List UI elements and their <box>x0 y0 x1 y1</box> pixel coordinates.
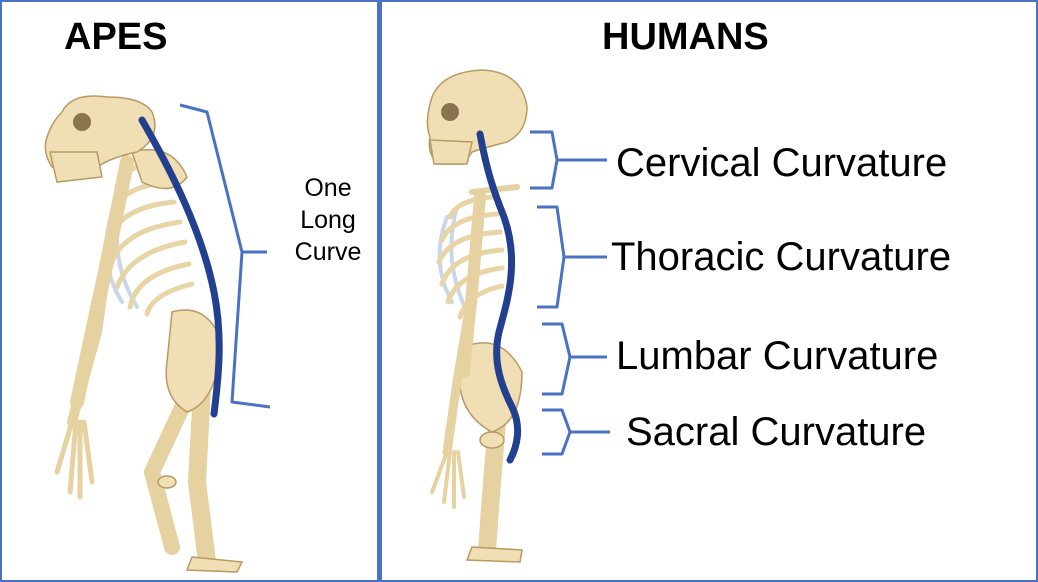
ape-one-curve-bracket <box>179 103 271 409</box>
cervical-bracket <box>530 130 607 190</box>
ape-jaw <box>49 151 103 183</box>
ape-leg-front <box>187 378 216 571</box>
ape-knee <box>157 475 177 489</box>
human-jaw <box>429 139 473 165</box>
sacral-bracket <box>542 408 610 456</box>
ape-curve-label-line: One <box>304 174 352 202</box>
ape-curve-label-line: Curve <box>294 238 362 266</box>
apes-title: APES <box>64 16 168 58</box>
ape-skeleton <box>44 95 244 573</box>
thoracic-label: Thoracic Curvature <box>611 235 952 279</box>
panel-divider <box>377 2 382 580</box>
lumbar-bracket <box>542 322 607 396</box>
ape-curve-label: One Long Curve <box>280 172 376 268</box>
human-foot <box>465 546 523 563</box>
ape-curve-label-line: Long <box>300 206 356 234</box>
human-ribcage <box>436 194 505 320</box>
ape-foot <box>185 556 244 573</box>
human-hand <box>430 450 466 509</box>
human-brackets <box>530 130 610 456</box>
human-skeleton <box>426 69 528 563</box>
ape-leg-back <box>143 389 195 555</box>
human-knee <box>479 431 505 449</box>
humans-title: HUMANS <box>602 16 769 58</box>
human-eye-socket <box>441 103 459 121</box>
ape-eye-socket <box>73 113 91 131</box>
ape-spine-curve <box>138 116 223 418</box>
ape-arm-lower <box>67 257 112 427</box>
ape-hand <box>54 419 95 500</box>
human-arm-lower <box>442 287 477 457</box>
sacral-label: Sacral Curvature <box>626 410 927 454</box>
cervical-label: Cervical Curvature <box>616 141 948 185</box>
lumbar-label: Lumbar Curvature <box>616 334 939 378</box>
thoracic-bracket <box>537 205 607 309</box>
human-spine-curve <box>476 130 522 464</box>
ape-pelvis <box>165 309 223 413</box>
